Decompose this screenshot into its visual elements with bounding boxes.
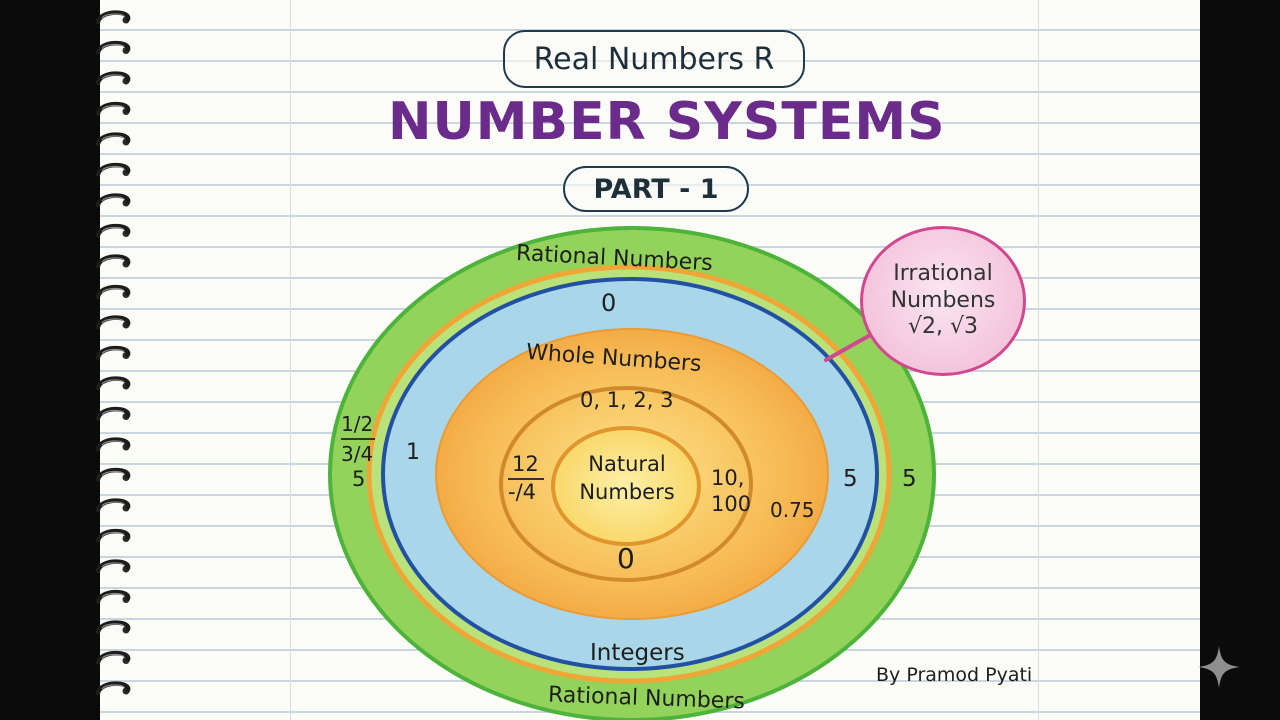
binding-coil	[95, 40, 131, 55]
whole-right-value-bottom: 100	[711, 492, 752, 516]
natural-numbers-label-line-2: Numbers	[579, 480, 675, 504]
binding-coil	[95, 589, 131, 604]
page-margin-line	[290, 0, 291, 720]
binding-coil	[95, 559, 131, 574]
real-numbers-badge: Real Numbers R	[503, 30, 805, 88]
irrational-numbers-bubble: Irrational Numbens √2, √3	[860, 226, 1026, 376]
binding-coil	[95, 315, 131, 330]
irrational-label-line-1: Irrational	[893, 261, 993, 287]
binding-coil	[95, 162, 131, 177]
whole-left-value-bottom: -/4	[508, 480, 537, 504]
integers-right-value: 5	[843, 466, 858, 492]
fraction-divider	[508, 478, 544, 480]
part-badge: PART - 1	[563, 166, 749, 212]
binding-coil	[95, 71, 131, 86]
binding-coil	[95, 406, 131, 421]
rational-fraction-half: 1/2	[341, 412, 374, 436]
spiral-binding-icon	[95, 10, 131, 696]
binding-coil	[95, 467, 131, 482]
irrational-label-line-2: Numbens	[890, 287, 996, 313]
binding-coil	[95, 345, 131, 360]
binding-coil	[95, 376, 131, 391]
rational-left-value: 5	[352, 467, 366, 491]
part-label: PART - 1	[593, 173, 719, 205]
rational-fraction-three-quarters: 3/4	[341, 442, 374, 466]
integers-label: Integers	[590, 640, 685, 666]
binding-coil	[95, 101, 131, 116]
fraction-divider	[341, 438, 375, 440]
sparkle-icon	[1198, 646, 1240, 688]
natural-numbers-region	[551, 426, 701, 546]
irrational-connector	[824, 332, 874, 362]
binding-coil	[95, 650, 131, 665]
whole-decimal-value: 0.75	[770, 498, 815, 522]
irrational-examples: √2, √3	[907, 314, 979, 340]
binding-coil	[95, 681, 131, 696]
real-numbers-label: Real Numbers R	[533, 41, 775, 77]
natural-numbers-label-line-1: Natural	[588, 452, 666, 476]
binding-coil	[95, 498, 131, 513]
binding-coil	[95, 620, 131, 635]
binding-coil	[95, 10, 131, 25]
page-title: NUMBER SYSTEMS	[388, 92, 946, 152]
rational-right-value: 5	[902, 466, 917, 492]
whole-top-values: 0, 1, 2, 3	[580, 388, 674, 412]
binding-coil	[95, 528, 131, 543]
binding-coil	[95, 284, 131, 299]
whole-bottom-value: 0	[617, 542, 635, 575]
whole-inner-ring	[499, 386, 753, 582]
author-credit: By Pramod Pyati	[876, 664, 1033, 686]
binding-coil	[95, 223, 131, 238]
whole-left-value-top: 12	[512, 452, 539, 476]
integers-top-value: 0	[601, 289, 617, 317]
page-margin-line	[1038, 0, 1039, 720]
binding-coil	[95, 193, 131, 208]
whole-right-value-top: 10,	[711, 466, 745, 490]
binding-coil	[95, 254, 131, 269]
binding-coil	[95, 437, 131, 452]
binding-coil	[95, 132, 131, 147]
integers-left-value: 1	[406, 440, 420, 465]
